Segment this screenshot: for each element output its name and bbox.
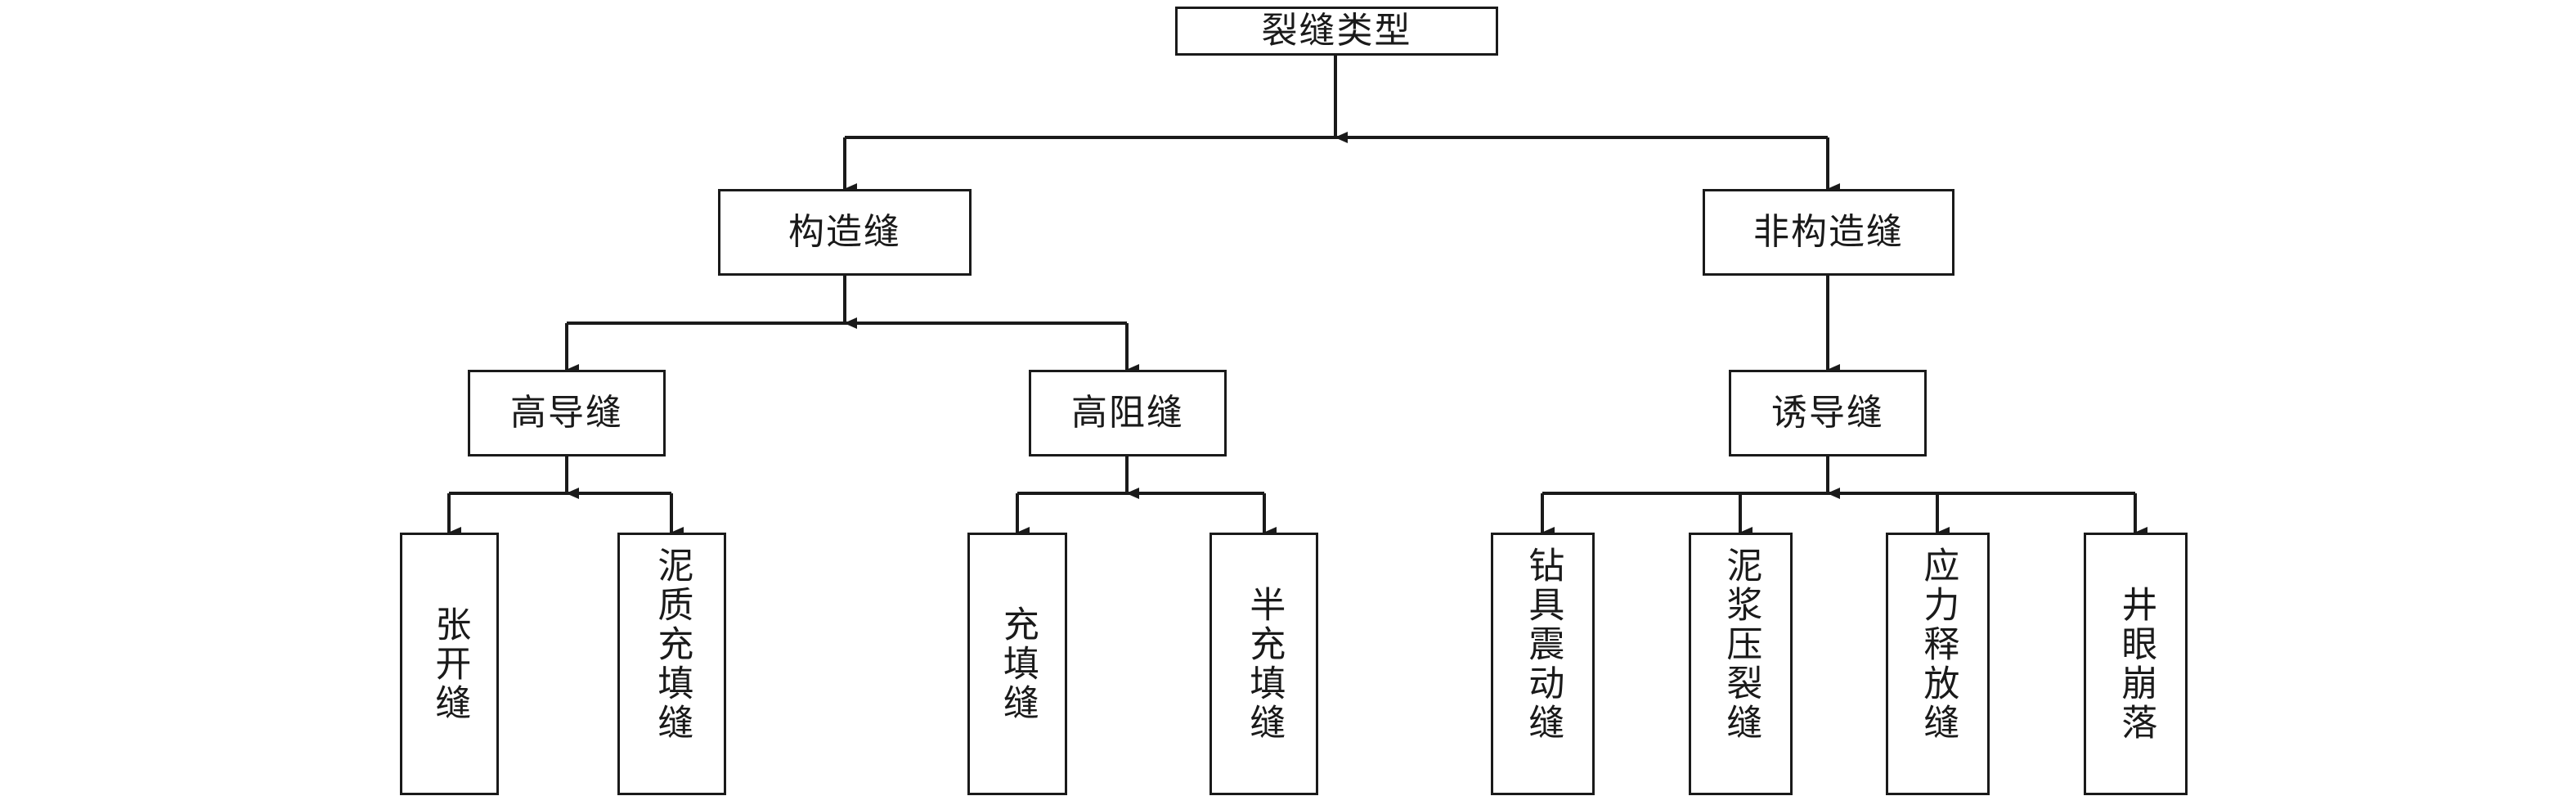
node-leaf-drill-vibration-fracture[interactable]: 钻具震动缝 bbox=[1491, 533, 1595, 795]
edge-group-structural bbox=[565, 276, 1139, 376]
node-root-label: 裂缝类型 bbox=[1261, 10, 1412, 52]
node-leaf-semifilled-fracture-label: 半充填缝 bbox=[1243, 585, 1286, 743]
node-leaf-stress-release-fracture[interactable]: 应力释放缝 bbox=[1886, 533, 1990, 795]
node-leaf-filled-fracture[interactable]: 充填缝 bbox=[967, 533, 1067, 795]
node-structural-fracture[interactable]: 构造缝 bbox=[718, 189, 972, 276]
node-induced-fracture-label: 诱导缝 bbox=[1771, 392, 1884, 434]
node-high-resistivity-fracture-label: 高阻缝 bbox=[1071, 392, 1184, 434]
node-leaf-semifilled-fracture[interactable]: 半充填缝 bbox=[1209, 533, 1318, 795]
node-nonstructural-fracture[interactable]: 非构造缝 bbox=[1703, 189, 1954, 276]
node-leaf-drill-vibration-fracture-label: 钻具震动缝 bbox=[1522, 546, 1564, 743]
edge-group-induced bbox=[1541, 456, 2147, 538]
node-induced-fracture[interactable]: 诱导缝 bbox=[1729, 370, 1927, 456]
node-leaf-borehole-breakout[interactable]: 井眼崩落 bbox=[2084, 533, 2188, 795]
node-leaf-mud-fracturing-fracture-label: 泥浆压裂缝 bbox=[1720, 546, 1762, 743]
node-high-resistivity-fracture[interactable]: 高阻缝 bbox=[1029, 370, 1227, 456]
edge-group-root bbox=[843, 56, 1840, 195]
node-high-conductivity-fracture-label: 高导缝 bbox=[510, 392, 623, 434]
node-structural-fracture-label: 构造缝 bbox=[788, 211, 901, 253]
node-nonstructural-fracture-label: 非构造缝 bbox=[1753, 211, 1904, 253]
node-leaf-filled-fracture-label: 充填缝 bbox=[996, 605, 1039, 723]
node-high-conductivity-fracture[interactable]: 高导缝 bbox=[468, 370, 666, 456]
node-leaf-argillaceous-filled-fracture-label: 泥质充填缝 bbox=[651, 546, 693, 743]
edge-group-high-conductivity bbox=[447, 456, 684, 538]
node-leaf-open-fracture-label: 张开缝 bbox=[429, 605, 471, 723]
node-leaf-borehole-breakout-label: 井眼崩落 bbox=[2115, 585, 2157, 743]
node-leaf-argillaceous-filled-fracture[interactable]: 泥质充填缝 bbox=[617, 533, 726, 795]
edge-group-high-resistivity bbox=[1016, 456, 1277, 538]
node-root-fracture-type[interactable]: 裂缝类型 bbox=[1175, 7, 1498, 56]
node-leaf-open-fracture[interactable]: 张开缝 bbox=[400, 533, 499, 795]
node-leaf-stress-release-fracture-label: 应力释放缝 bbox=[1917, 546, 1959, 743]
node-leaf-mud-fracturing-fracture[interactable]: 泥浆压裂缝 bbox=[1689, 533, 1793, 795]
